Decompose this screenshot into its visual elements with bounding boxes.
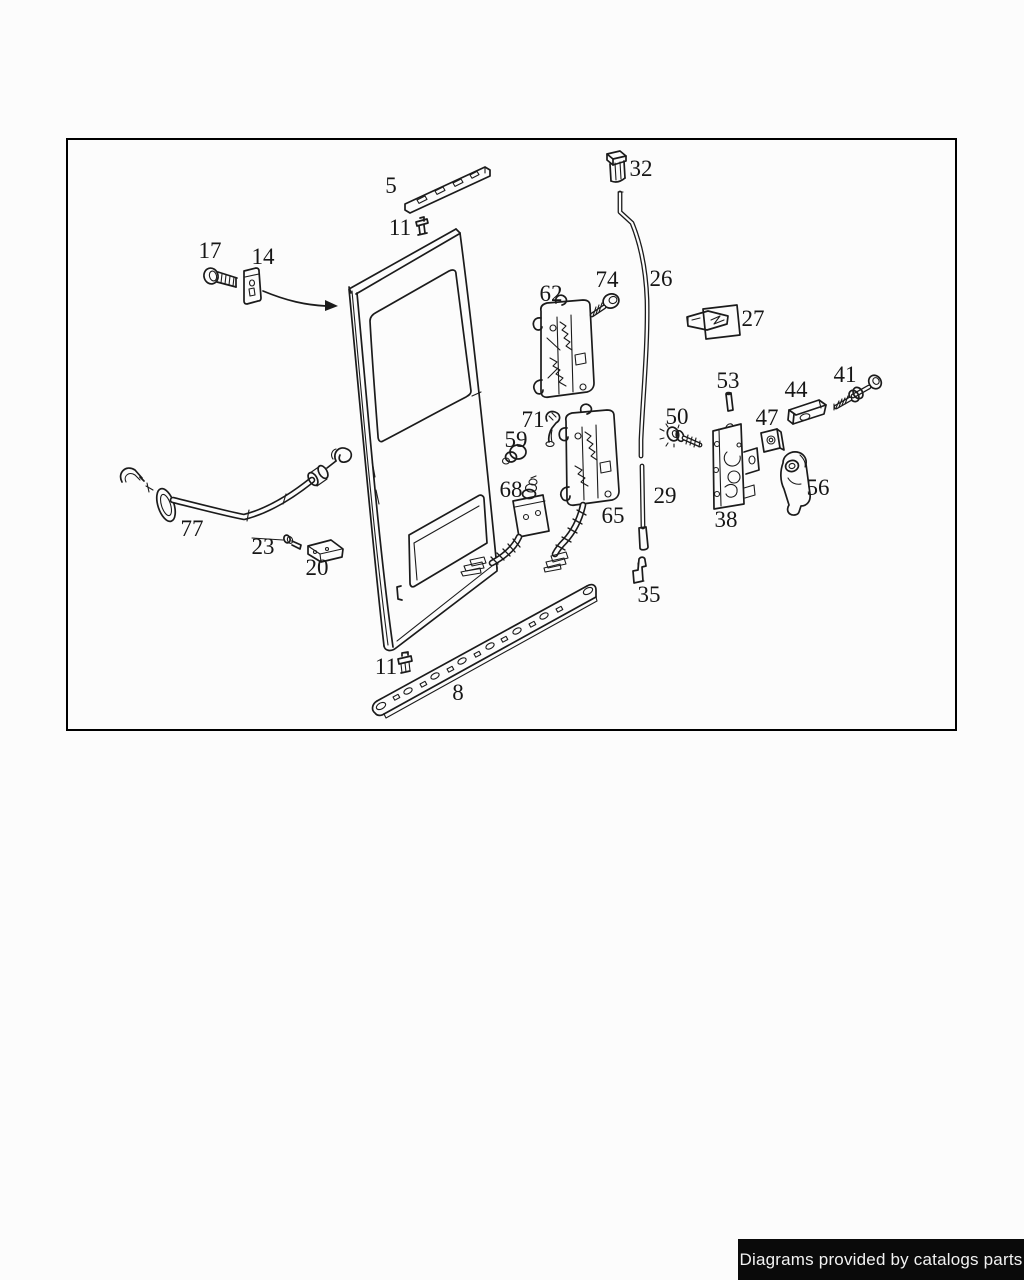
part-35-bracket bbox=[632, 556, 647, 584]
part-32-knob bbox=[606, 150, 627, 183]
door-panel bbox=[348, 228, 498, 652]
part-53-pin bbox=[725, 391, 734, 412]
part-26-rod bbox=[617, 190, 650, 459]
part-11-bottom-clip bbox=[397, 651, 413, 674]
part-27-keeper bbox=[686, 304, 741, 340]
diagram-border bbox=[66, 138, 957, 731]
part-74-screw bbox=[589, 293, 620, 318]
caption-bar: Diagrams provided by catalogs parts bbox=[738, 1239, 1024, 1280]
part-29-rod bbox=[638, 463, 649, 551]
part-17-screw bbox=[203, 267, 238, 288]
arrow-to-door bbox=[262, 290, 338, 311]
part-44-clamp bbox=[787, 399, 827, 425]
part-23-rivet bbox=[251, 534, 302, 550]
part-71-clip bbox=[545, 410, 561, 448]
part-56-lever bbox=[780, 451, 811, 516]
part-77-cable bbox=[119, 447, 353, 523]
part-68-switch bbox=[460, 475, 550, 577]
part-11-top-clip bbox=[415, 216, 429, 236]
part-8-strip bbox=[371, 583, 598, 719]
part-50-screw bbox=[659, 423, 703, 448]
part-38-striker bbox=[712, 423, 760, 510]
part-14-bracket bbox=[243, 267, 262, 305]
part-20-wedge bbox=[307, 539, 344, 563]
part-47-nut bbox=[760, 428, 785, 453]
part-65-lock bbox=[543, 403, 620, 573]
part-41-bolt bbox=[833, 374, 883, 411]
part-5-strip bbox=[404, 166, 491, 214]
part-62-lock bbox=[532, 294, 595, 399]
part-59-grommet bbox=[501, 444, 527, 465]
caption-text: Diagrams provided by catalogs parts bbox=[739, 1249, 1023, 1269]
